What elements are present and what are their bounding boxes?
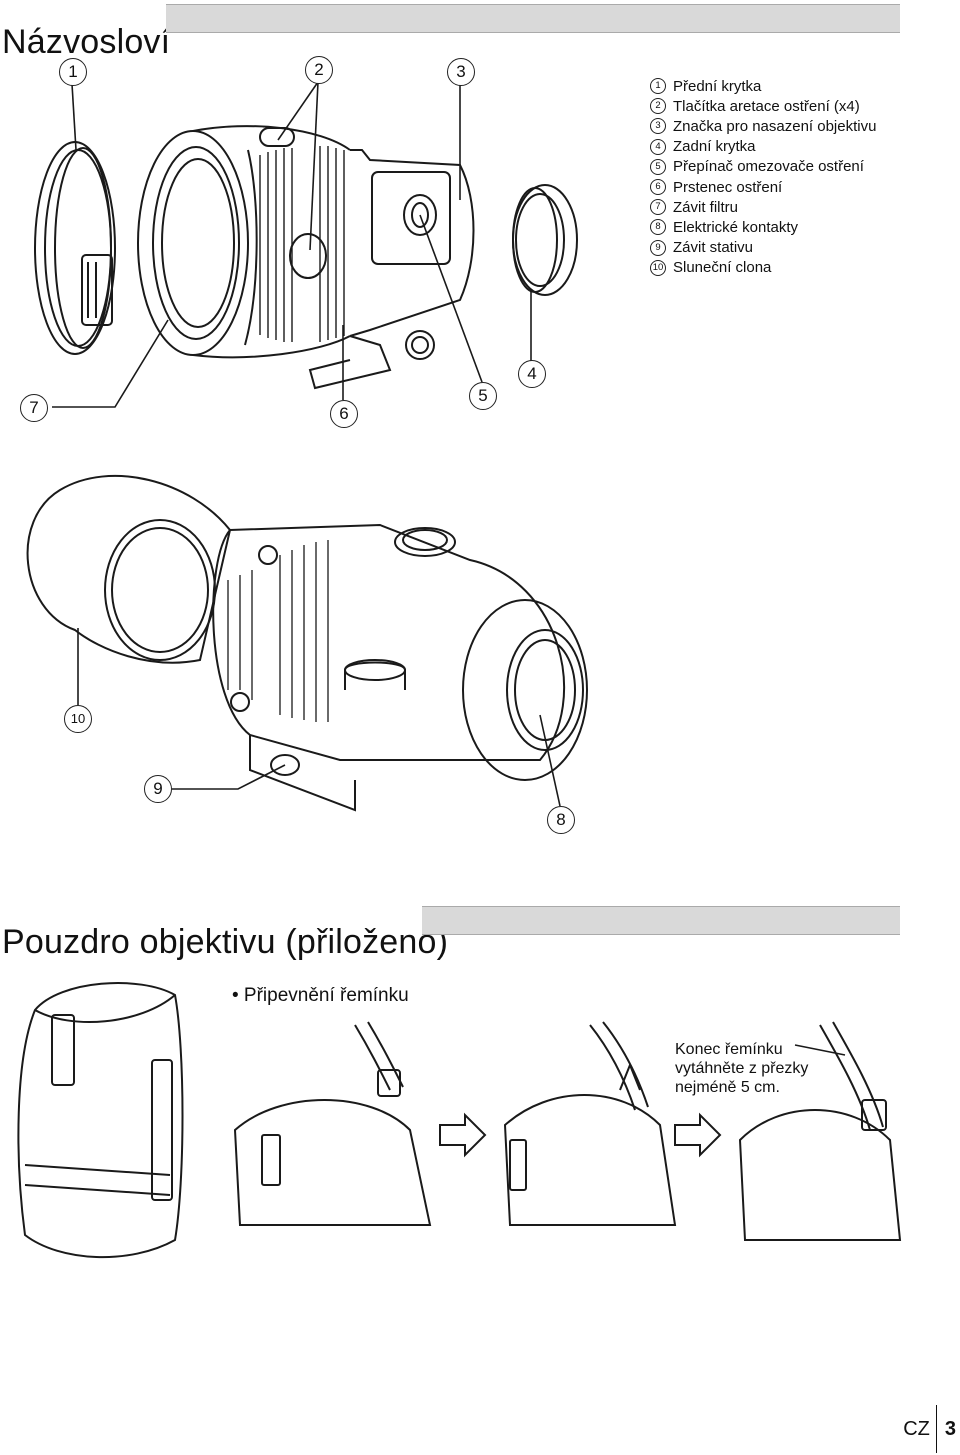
legend-number: 2 xyxy=(650,98,666,115)
leader-lines xyxy=(52,81,532,408)
legend-item: 4 Zadní krytka xyxy=(650,137,876,157)
language-code: CZ xyxy=(903,1417,930,1440)
footer-divider xyxy=(935,1405,937,1453)
legend-item: 2 Tlačítka aretace ostření (x4) xyxy=(650,96,876,116)
legend-label: Zadní krytka xyxy=(673,138,756,156)
legend-number: 3 xyxy=(650,118,666,135)
arrow-right-2 xyxy=(674,1112,722,1158)
legend-item: 9 Závit stativu xyxy=(650,238,876,258)
strap-step-1 xyxy=(233,1021,432,1226)
callout-5: 5 xyxy=(469,382,497,410)
page-footer: CZ 3 xyxy=(903,1405,956,1453)
callout-2: 2 xyxy=(305,56,333,84)
strap-note-line: nejméně 5 cm. xyxy=(675,1079,780,1096)
lens-hood-drawing xyxy=(26,474,232,664)
section-title-nomenclature: Názvosloví xyxy=(2,22,171,61)
legend-number: 10 xyxy=(650,259,666,276)
callout-1: 1 xyxy=(59,58,87,86)
legend-number: 5 xyxy=(650,158,666,175)
title-bar xyxy=(166,4,900,33)
callout-6: 6 xyxy=(330,400,358,428)
strap-step-3 xyxy=(738,1021,902,1241)
legend-item: 10 Sluneční clona xyxy=(650,258,876,278)
legend-label: Tlačítka aretace ostření (x4) xyxy=(673,97,860,115)
lens-body-drawing xyxy=(137,125,475,390)
legend-label: Přední krytka xyxy=(673,77,762,95)
legend-label: Sluneční clona xyxy=(673,259,772,277)
strap-note-line: vytáhněte z přezky xyxy=(675,1060,809,1077)
legend-number: 4 xyxy=(650,138,666,155)
legend-item: 3 Značka pro nasazení objektivu xyxy=(650,116,876,136)
title-bar xyxy=(422,906,900,935)
legend-label: Závit filtru xyxy=(673,198,739,216)
front-cap-drawing xyxy=(34,141,116,355)
strap-note: Konec řemínku vytáhněte z přezky nejméně… xyxy=(675,1040,808,1097)
legend-item: 7 Závit filtru xyxy=(650,197,876,217)
callout-4: 4 xyxy=(518,360,546,388)
legend-number: 7 xyxy=(650,199,666,216)
focus-ring-ribs xyxy=(259,146,345,342)
lens-case-drawing xyxy=(17,982,184,1259)
strap-attach-heading: • Připevnění řemínku xyxy=(232,985,409,1006)
lens-body-2-drawing xyxy=(212,523,588,812)
focus-ring-2-ribs xyxy=(227,540,329,722)
legend-item: 8 Elektrické kontakty xyxy=(650,217,876,237)
page-number: 3 xyxy=(944,1417,956,1440)
legend-label: Přepínač omezovače ostření xyxy=(673,158,864,176)
arrow-right-1 xyxy=(439,1112,487,1158)
rear-cap-drawing xyxy=(512,184,578,296)
legend-item: 6 Prstenec ostření xyxy=(650,177,876,197)
legend-item: 1 Přední krytka xyxy=(650,76,876,96)
strap-step-2 xyxy=(503,1021,677,1226)
legend-number: 6 xyxy=(650,179,666,196)
leader-lines-2 xyxy=(77,628,561,807)
legend-number: 1 xyxy=(650,78,666,95)
callout-7: 7 xyxy=(20,394,48,422)
legend-label: Závit stativu xyxy=(673,239,754,257)
section-title-lens-case: Pouzdro objektivu (přiloženo) xyxy=(2,922,449,961)
parts-legend: 1 Přední krytka 2 Tlačítka aretace ostření… xyxy=(650,76,876,278)
legend-number: 8 xyxy=(650,219,666,236)
legend-label: Prstenec ostření xyxy=(673,178,783,196)
callout-9: 9 xyxy=(144,775,172,803)
callout-8: 8 xyxy=(547,806,575,834)
legend-number: 9 xyxy=(650,239,666,256)
legend-label: Značka pro nasazení objektivu xyxy=(673,117,877,135)
strap-note-line: Konec řemínku xyxy=(675,1041,783,1058)
legend-item: 5 Přepínač omezovače ostření xyxy=(650,157,876,177)
callout-3: 3 xyxy=(447,58,475,86)
legend-label: Elektrické kontakty xyxy=(673,218,799,236)
callout-10: 10 xyxy=(64,705,92,733)
